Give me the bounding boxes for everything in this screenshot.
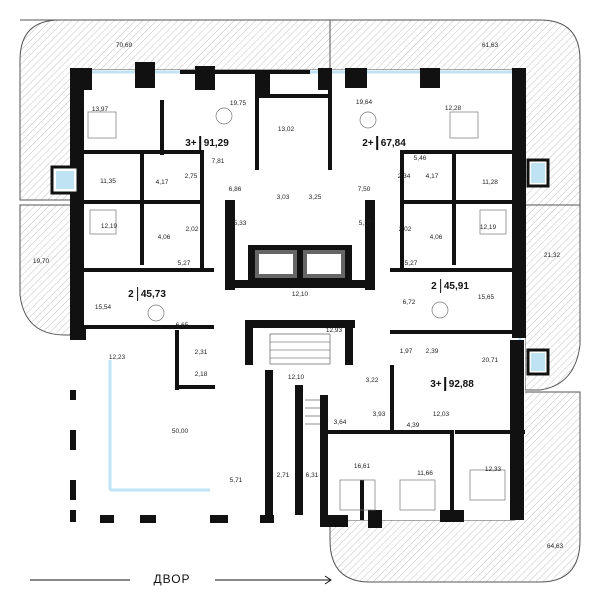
area-hall: 12,10 [291, 290, 309, 298]
apartment-label: 3+ 91,29 [185, 136, 229, 150]
apartment-rooms: 2 [128, 288, 134, 300]
area-room: 11,66 [417, 469, 433, 477]
area-room: 1,97 [399, 347, 413, 355]
area-room: 5,46 [413, 154, 427, 162]
area-room: 13,97 [91, 105, 109, 113]
area-room: 5,27 [404, 259, 418, 267]
area-terrace-bottom-right: 64,63 [546, 542, 564, 550]
area-room: 12,19 [479, 223, 497, 231]
courtyard-label: ДВОР [153, 572, 191, 586]
apartment-area: 67,84 [380, 137, 406, 149]
area-room: 20,71 [481, 356, 499, 364]
area-room: 2,02 [185, 225, 199, 233]
area-room: 5,71 [229, 476, 243, 484]
apartment-divider [376, 136, 378, 150]
terrace-right [524, 204, 581, 391]
apartment-divider [199, 136, 201, 150]
area-room: 2,75 [184, 172, 198, 180]
area-room: 19,64 [355, 98, 373, 106]
apartment-label: 2 45,91 [431, 279, 469, 293]
area-room: 2,02 [398, 225, 412, 233]
area-room: 5,33 [233, 219, 247, 227]
area-room: 11,35 [100, 177, 116, 185]
area-room: 16,61 [353, 462, 371, 470]
apartment-label: 2 45,73 [128, 287, 166, 301]
area-room: 4,06 [429, 233, 443, 241]
area-room: 11,28 [482, 178, 498, 186]
area-room: 3,93 [372, 410, 386, 418]
area-room: 4,17 [425, 172, 439, 180]
area-room: 3,64 [333, 418, 347, 426]
area-room: 2,31 [194, 348, 208, 356]
area-room: 2,18 [194, 370, 208, 378]
area-room: 6,86 [228, 185, 242, 193]
area-room: 12,23 [108, 353, 126, 361]
area-room: 15,54 [94, 303, 112, 311]
apartment-rooms: 2+ [362, 137, 374, 149]
apartment-area: 45,91 [443, 280, 469, 292]
area-terrace-top-left: 70,69 [115, 41, 133, 49]
furniture [87, 107, 507, 511]
apartment-divider [439, 279, 441, 293]
area-room: 12,28 [444, 104, 462, 112]
apartment-divider [444, 377, 446, 391]
area-terrace-right: 21,32 [543, 251, 561, 259]
area-room: 15,65 [477, 293, 495, 301]
area-room: 2,71 [276, 471, 290, 479]
area-room: 12,33 [484, 465, 502, 473]
area-room: 6,31 [305, 471, 319, 479]
area-room: 13,02 [277, 125, 295, 133]
area-room: 3,25 [308, 193, 322, 201]
courtyard-arrow [30, 575, 332, 585]
apartment-label: 3+ 92,88 [430, 377, 474, 391]
area-room: 4,39 [406, 421, 420, 429]
apartment-rooms: 3+ [430, 378, 442, 390]
area-hall: 12,10 [287, 373, 305, 381]
area-room: 12,93 [325, 326, 343, 334]
apartment-rooms: 2 [431, 280, 437, 292]
area-room: 7,81 [211, 157, 225, 165]
area-room: 6,65 [175, 321, 189, 329]
area-room: 3,03 [276, 193, 290, 201]
area-room: 6,72 [402, 298, 416, 306]
lifts [255, 250, 345, 278]
apartment-label: 2+ 67,84 [362, 136, 406, 150]
area-room: 12,19 [100, 222, 118, 230]
area-room: 5,17 [358, 219, 372, 227]
apartment-divider [136, 287, 138, 301]
area-room: 2,34 [397, 172, 411, 180]
area-terrace-left: 19,70 [32, 257, 50, 265]
area-room: 4,17 [155, 178, 169, 186]
apartment-area: 92,88 [448, 378, 474, 390]
area-room: 3,22 [365, 376, 379, 384]
area-terrace-top-right: 61,63 [481, 41, 499, 49]
area-room: 7,50 [357, 185, 371, 193]
apartment-area: 91,29 [203, 137, 229, 149]
apartment-rooms: 3+ [185, 137, 197, 149]
apartment-area: 45,73 [140, 288, 166, 300]
bay-windows [50, 158, 550, 376]
area-room: 4,06 [157, 233, 171, 241]
area-room: 12,03 [432, 410, 450, 418]
area-commercial: 50,00 [171, 427, 189, 435]
area-room: 5,27 [177, 259, 191, 267]
area-room: 2,39 [425, 347, 439, 355]
stairs [269, 333, 331, 425]
area-room: 19,75 [229, 99, 247, 107]
